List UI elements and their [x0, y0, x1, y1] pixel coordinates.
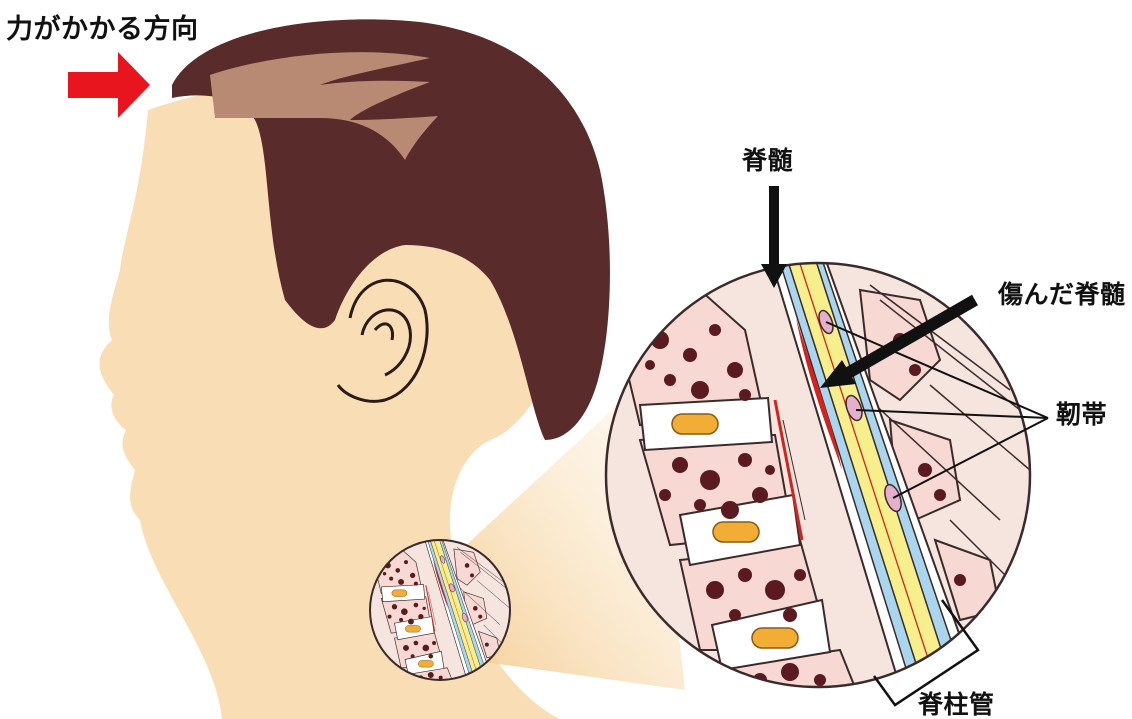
force-arrow-icon [68, 52, 150, 118]
spinal-canal-label: 脊柱管 [918, 692, 995, 717]
injured-spinal-cord-label: 傷んだ脊髄 [998, 282, 1126, 307]
force-direction-label: 力がかかる方向 [6, 16, 199, 43]
ligament-label: 靭帯 [1056, 402, 1107, 427]
spinal-cord-label: 脊髄 [742, 148, 793, 173]
